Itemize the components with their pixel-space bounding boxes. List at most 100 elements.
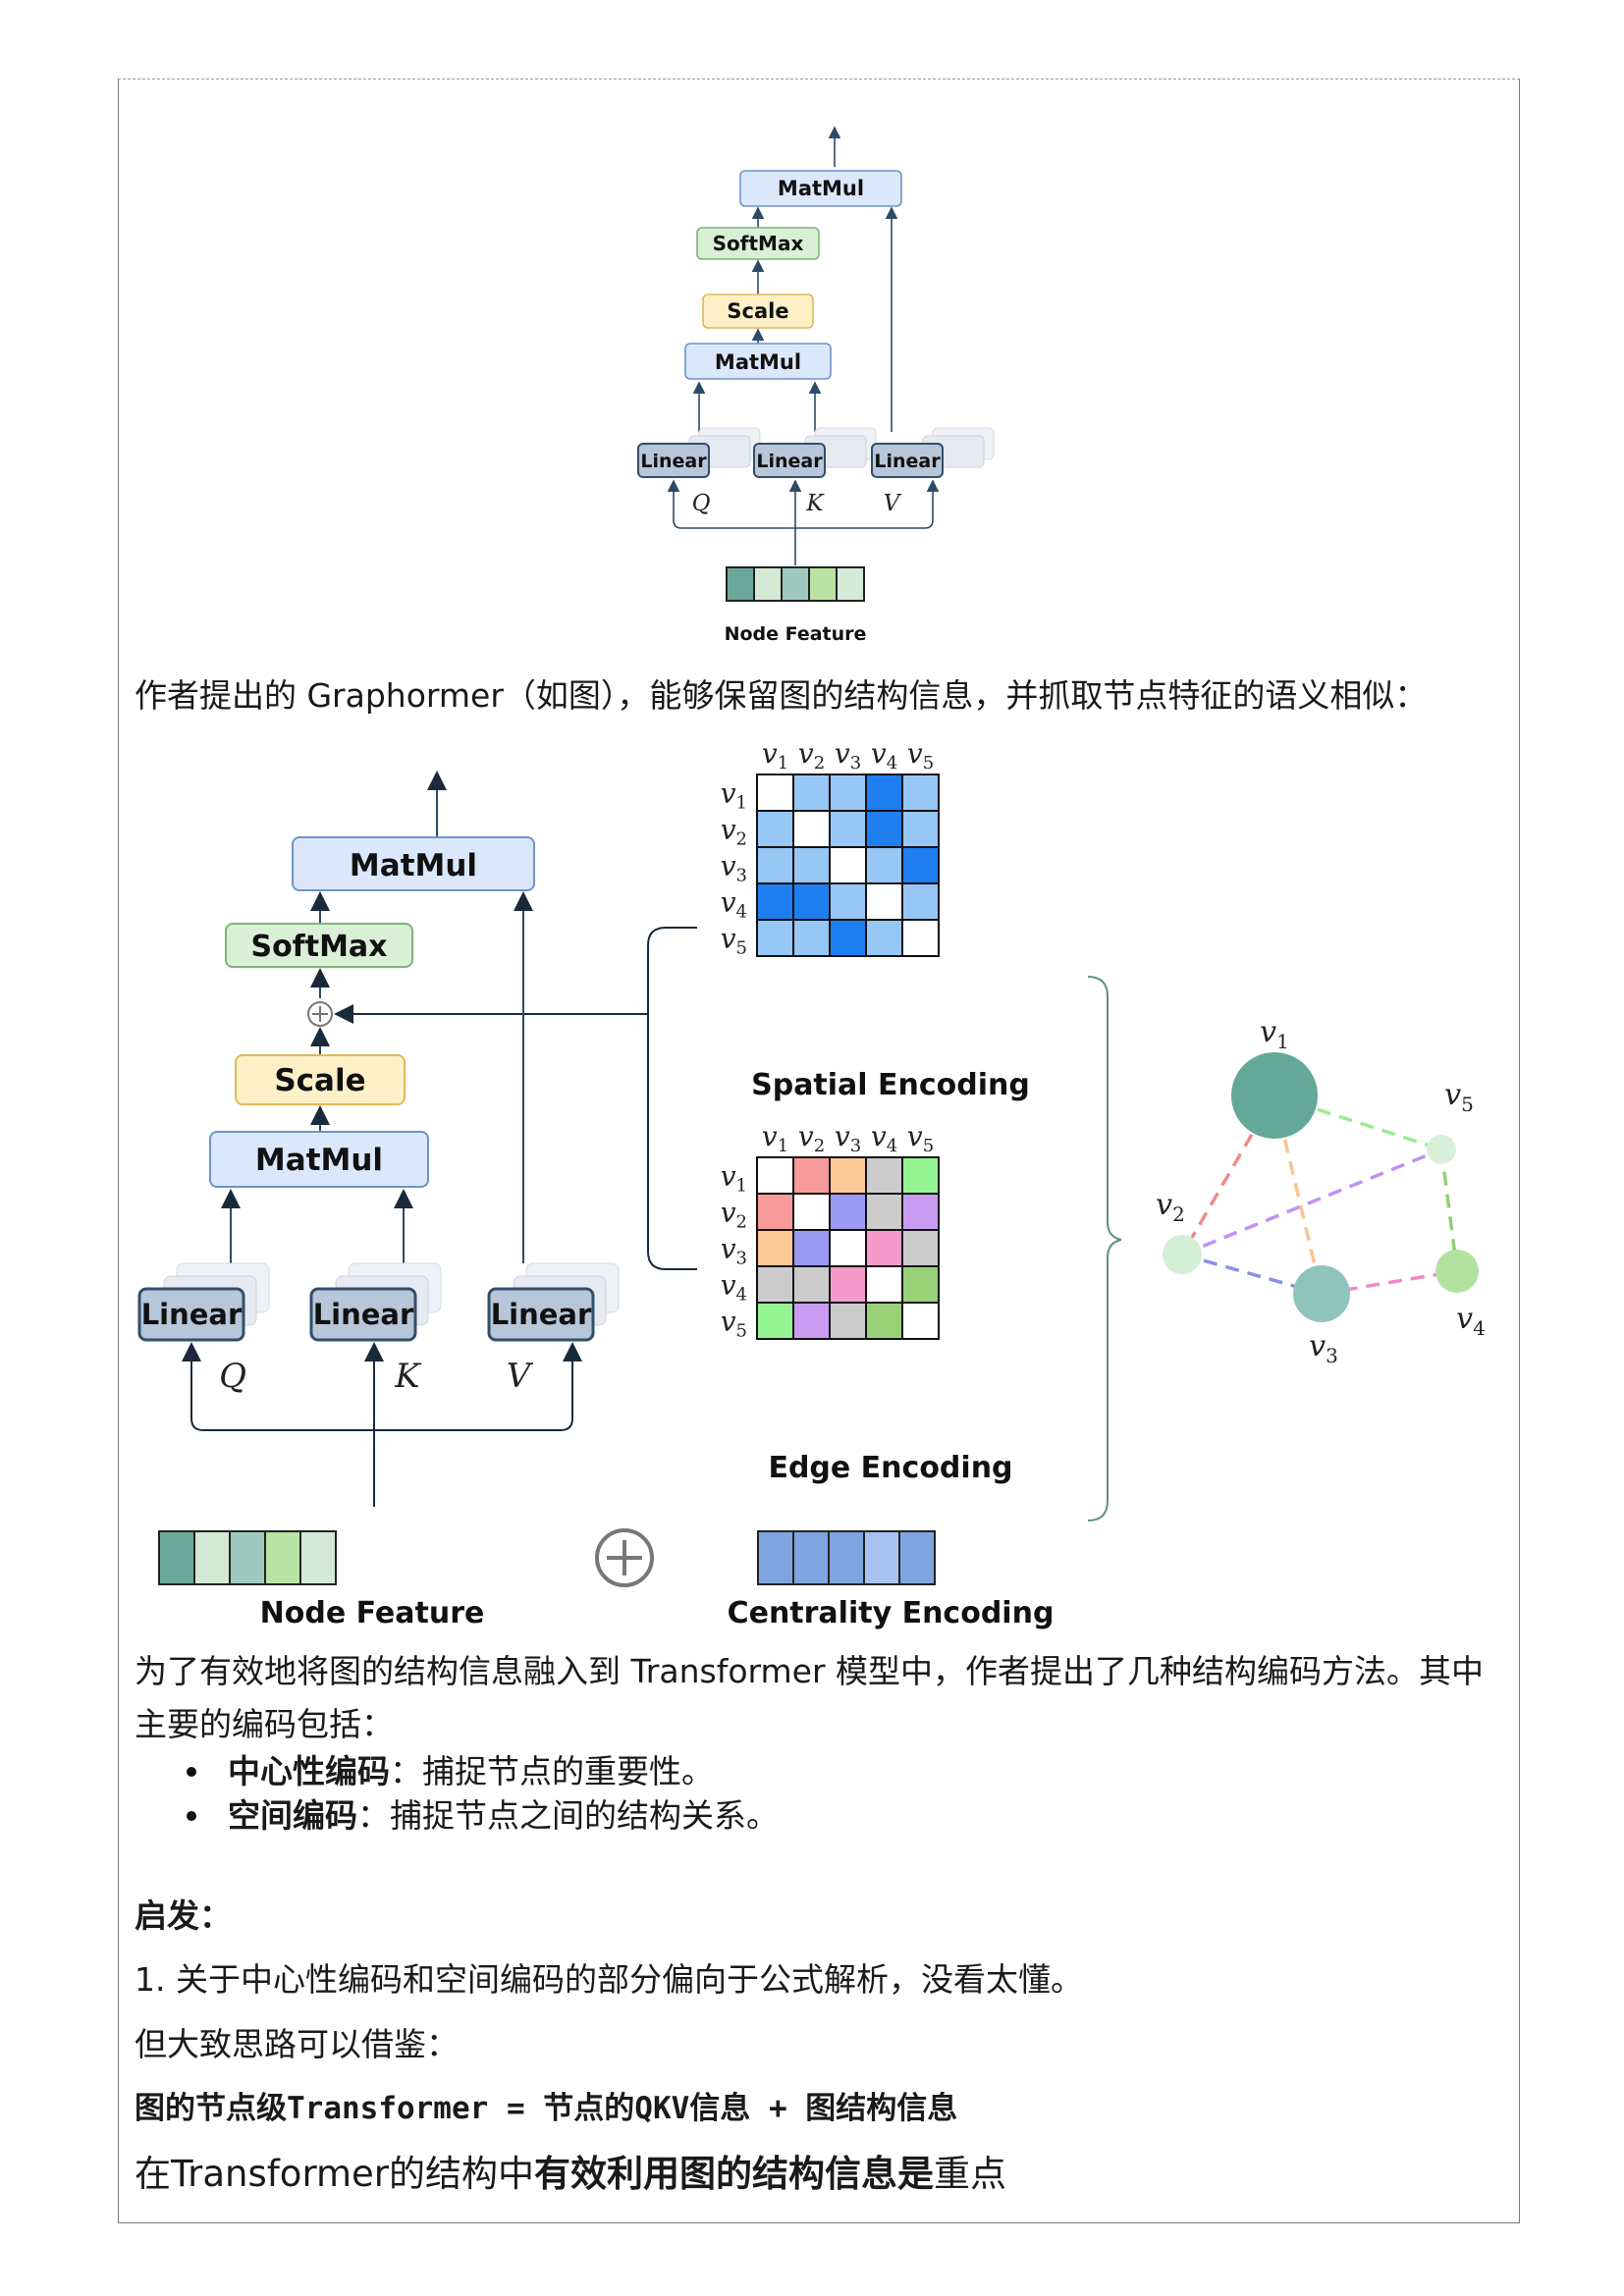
node-label-v4: v4 — [871, 1120, 897, 1156]
matrix-cell — [829, 1156, 867, 1195]
bullet-term: 空间编码 — [228, 1796, 357, 1835]
spatial-encoding-label: Spatial Encoding — [751, 1068, 1030, 1102]
svg-text:Linear: Linear — [313, 1298, 414, 1331]
inspiration-item-1: 1. 关于中心性编码和空间编码的部分偏向于公式解析，没看太懂。 — [135, 1960, 1083, 1999]
matrix-cell — [756, 810, 794, 848]
node-label-v4: v4 — [1456, 1302, 1486, 1340]
big-node-feature-cell — [299, 1530, 337, 1585]
small-attention-figure: MatMul SoftMax Scale MatMul Linear Linea… — [637, 126, 995, 645]
small-node-feature-label: Node Feature — [725, 623, 867, 645]
matrix-cell — [901, 1265, 940, 1304]
big-k-label: K — [394, 1357, 422, 1396]
matrix-cell — [829, 919, 867, 957]
formula-line: 图的节点级Transformer = 节点的QKV信息 + 图结构信息 — [135, 2091, 958, 2126]
bullet-dot-icon — [187, 1767, 196, 1777]
matrix-cell — [865, 1302, 903, 1340]
small-k-label: K — [805, 491, 825, 516]
matrix-cell — [901, 1229, 940, 1267]
small-v-label: V — [884, 491, 902, 516]
centrality-encoding-cell — [792, 1530, 830, 1585]
big-node-feature-cell — [229, 1530, 266, 1585]
matrix-cell — [865, 774, 903, 812]
matrix-cell — [756, 1193, 794, 1231]
encoding-bullet-list: 中心性编码：捕捉节点的重要性。 空间编码：捕捉节点之间的结构关系。 — [187, 1749, 779, 1838]
matrix-cell — [901, 1193, 940, 1231]
graph-node-v4 — [1435, 1250, 1479, 1293]
big-linear-k: Linear — [309, 1262, 442, 1342]
matrix-cell — [901, 1156, 940, 1195]
matrix-cell — [792, 1302, 831, 1340]
big-node-feature-cell — [193, 1530, 231, 1585]
small-matmul-top-box — [739, 170, 902, 207]
node-label-v2: v2 — [721, 1197, 747, 1233]
node-label-v1: v1 — [1260, 1015, 1289, 1053]
big-node-feature-cell — [264, 1530, 301, 1585]
matrix-cell — [756, 1229, 794, 1267]
svg-text:Linear: Linear — [874, 451, 941, 472]
matrix-cell — [865, 1265, 903, 1304]
small-node-feature-cell — [726, 566, 755, 602]
graph-node-v1 — [1231, 1052, 1318, 1139]
node-label-v1: v1 — [762, 737, 788, 774]
node-label-v3: v3 — [835, 1120, 861, 1156]
matrix-cell — [865, 1156, 903, 1195]
big-scale-box — [235, 1054, 406, 1105]
node-label-v3: v3 — [1309, 1329, 1338, 1367]
node-label-v5: v5 — [721, 1306, 747, 1342]
big-q-label: Q — [219, 1357, 246, 1396]
final-statement: 在Transformer的结构中有效利用图的结构信息是重点 — [135, 2148, 1006, 2201]
small-node-feature-cell — [781, 566, 810, 602]
big-matmul-top-box — [292, 836, 535, 891]
example-graph — [1163, 1052, 1479, 1322]
small-matmul-bottom-label: MatMul — [715, 350, 801, 374]
matrix-cell — [829, 1193, 867, 1231]
matrix-cell — [901, 919, 940, 957]
node-label-v5: v5 — [907, 1120, 934, 1156]
matrix-cell — [792, 1193, 831, 1231]
node-label-v1: v1 — [762, 1120, 788, 1156]
node-label-v5: v5 — [721, 923, 747, 959]
bullet-dot-icon — [187, 1811, 196, 1821]
centrality-encoding-cell — [863, 1530, 900, 1585]
matrix-cell — [829, 1265, 867, 1304]
bullet-centrality: 中心性编码：捕捉节点的重要性。 — [187, 1749, 779, 1793]
big-combine-plus-icon — [595, 1528, 654, 1587]
matrix-cell — [756, 1156, 794, 1195]
matrix-cell — [792, 810, 831, 848]
node-label-v4: v4 — [871, 737, 897, 774]
small-scale-box — [702, 294, 814, 329]
small-linear-k: Linear — [753, 427, 877, 478]
matrix-cell — [901, 882, 940, 921]
node-label-v2: v2 — [798, 1120, 825, 1156]
matrix-cell — [865, 1229, 903, 1267]
matrix-cell — [865, 810, 903, 848]
matrix-cell — [901, 810, 940, 848]
matrix-cell — [829, 1229, 867, 1267]
node-label-v3: v3 — [721, 850, 747, 886]
small-scale-label: Scale — [727, 299, 788, 323]
small-linear-v: Linear — [871, 427, 995, 478]
matrix-cell — [829, 1302, 867, 1340]
bullet-desc: ：捕捉节点的重要性。 — [390, 1752, 714, 1790]
big-add-circle — [307, 1001, 333, 1027]
svg-text:Linear: Linear — [640, 451, 707, 472]
matrix-cell — [829, 774, 867, 812]
graphormer-figure: MatMul SoftMax Scale MatMul Linear Linea… — [137, 737, 1486, 1630]
svg-text:Linear: Linear — [491, 1298, 592, 1331]
big-linear-q: Linear — [137, 1262, 270, 1342]
graph-node-v5 — [1427, 1135, 1456, 1164]
small-softmax-box — [696, 227, 820, 260]
big-linear-v: Linear — [487, 1262, 620, 1342]
big-matmul-bottom-label: MatMul — [255, 1143, 383, 1178]
small-linear-q: Linear — [637, 427, 761, 478]
paragraph-structure-encoding-line2: 主要的编码包括： — [135, 1705, 394, 1743]
matrix-cell — [865, 1193, 903, 1231]
small-node-feature-cell — [808, 566, 838, 602]
big-v-label: V — [507, 1357, 534, 1396]
big-node-feature-label: Node Feature — [260, 1596, 485, 1630]
matrix-cell — [901, 774, 940, 812]
matrix-cell — [756, 919, 794, 957]
inspiration-title: 启发： — [135, 1896, 232, 1935]
